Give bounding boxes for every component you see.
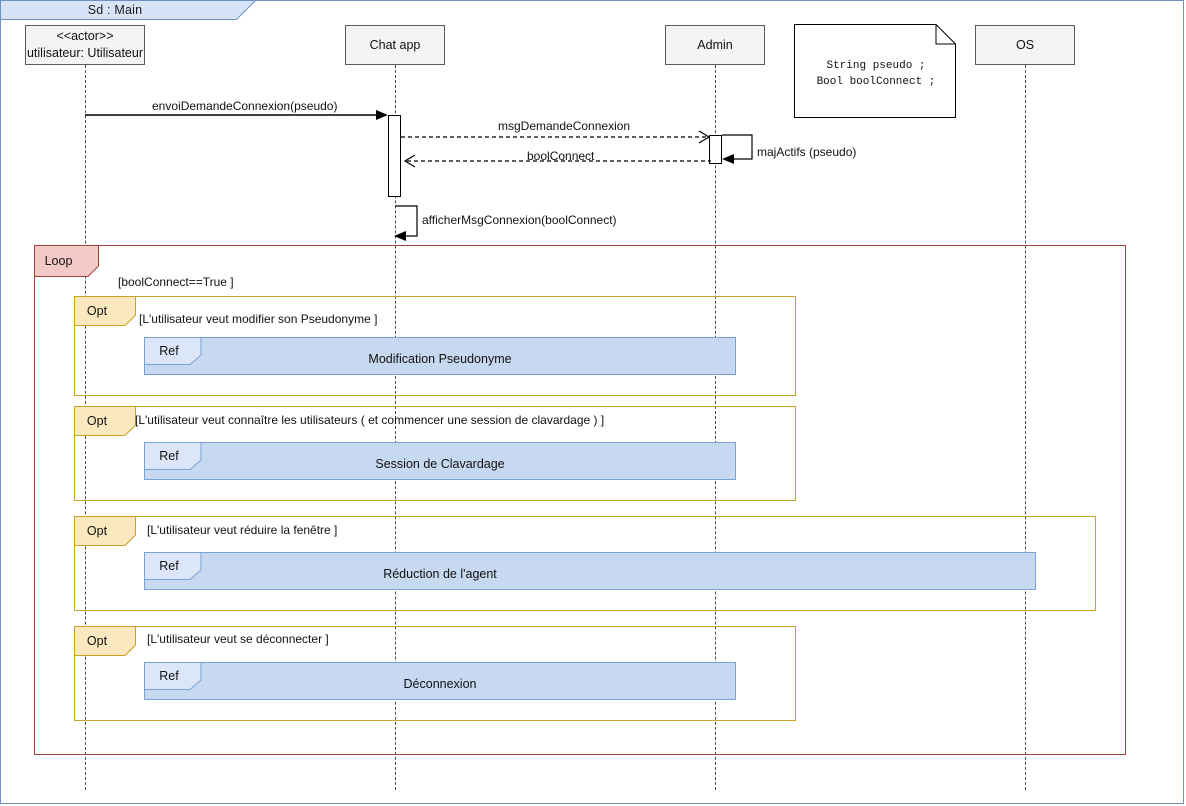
opt-guard-4: [L'utilisateur veut se déconnecter ] xyxy=(147,632,329,646)
opt-tag-label-4: Opt xyxy=(86,634,108,648)
opt-fragment-4 xyxy=(74,626,796,721)
lifeline-stereotype-user: <<actor>> xyxy=(56,29,114,44)
opt-tag-label-2: Opt xyxy=(86,414,108,428)
opt-tag-label-3: Opt xyxy=(86,524,108,538)
activation-chat-app xyxy=(388,115,401,197)
message-arrow-boolConnect xyxy=(403,154,711,168)
loop-guard: [boolConnect==True ] xyxy=(118,275,234,289)
lifeline-head-os[interactable]: OS xyxy=(975,25,1075,65)
note-line-2: Bool boolConnect ; xyxy=(816,76,936,88)
ref-block-3-shape xyxy=(144,552,1036,590)
opt-tag-shape-2 xyxy=(74,406,136,436)
ref-block-4[interactable]: Ref Déconnexion xyxy=(144,662,736,705)
ref-tag-label-4: Ref xyxy=(159,669,179,683)
opt-tag-label-1: Opt xyxy=(86,304,108,318)
lifeline-label-os: OS xyxy=(1015,37,1035,52)
opt-tag-shape-1 xyxy=(74,296,136,326)
opt-fragment-2-tag: Opt xyxy=(74,406,136,436)
lifeline-head-chat[interactable]: Chat app xyxy=(345,25,445,65)
opt-guard-1: [L'utilisateur veut modifier son Pseudon… xyxy=(139,312,378,326)
lifeline-label-user: utilisateur: Utilisateur xyxy=(26,46,143,60)
lifeline-label-chat: Chat app xyxy=(369,37,421,52)
frame-title-tab: Sd : Main xyxy=(0,0,256,20)
ref-block-2[interactable]: Ref Session de Clavardage xyxy=(144,442,736,485)
opt-guard-3: [L'utilisateur veut réduire la fenêtre ] xyxy=(147,523,338,537)
opt-fragment-4-tag: Opt xyxy=(74,626,136,656)
ref-block-4-shape xyxy=(144,662,736,700)
opt-guard-2: [L'utilisateur veut connaître les utilis… xyxy=(135,413,605,427)
ref-block-1-shape xyxy=(144,337,736,375)
message-label-envoiDemandeConnexion: envoiDemandeConnexion(pseudo) xyxy=(152,99,338,113)
opt-fragment-2 xyxy=(74,406,796,501)
opt-fragment-3 xyxy=(74,516,1096,611)
message-label-boolConnect: boolConnect xyxy=(527,149,595,163)
lifeline-admin xyxy=(715,65,716,790)
opt-tag-shape-4 xyxy=(74,626,136,656)
lifeline-head-admin[interactable]: Admin xyxy=(665,25,765,65)
frame-title-tab-shape xyxy=(0,0,256,20)
ref-block-3[interactable]: Ref Réduction de l'agent xyxy=(144,552,1036,595)
loop-fragment-tag: Loop xyxy=(34,245,99,277)
opt-fragment-1 xyxy=(74,296,796,396)
message-label-majActifs: majActifs (pseudo) xyxy=(757,145,857,159)
frame-title: Sd : Main xyxy=(87,3,143,17)
ref-block-2-shape xyxy=(144,442,736,480)
ref-tag-label-2: Ref xyxy=(159,449,179,463)
message-label-msgDemandeConnexion: msgDemandeConnexion xyxy=(498,119,631,133)
lifeline-label-admin: Admin xyxy=(697,37,733,52)
message-arrow-majActifs xyxy=(722,134,753,164)
message-arrow-msgDemandeConnexion xyxy=(401,130,711,144)
loop-fragment xyxy=(34,245,1126,755)
activation-admin xyxy=(709,135,722,164)
lifeline-os xyxy=(1025,65,1026,790)
note-shape xyxy=(794,24,956,118)
opt-fragment-1-tag: Opt xyxy=(74,296,136,326)
opt-tag-shape-3 xyxy=(74,516,136,546)
ref-tag-label-3: Ref xyxy=(159,559,179,573)
loop-tag-shape xyxy=(34,245,99,277)
opt-fragment-3-tag: Opt xyxy=(74,516,136,546)
message-arrow-envoiDemandeConnexion xyxy=(85,110,388,120)
ref-block-1[interactable]: Ref Modification Pseudonyme xyxy=(144,337,736,380)
ref-tag-label-1: Ref xyxy=(159,344,179,358)
message-arrow-afficherMsgConnexion xyxy=(394,205,418,241)
message-label-afficherMsgConnexion: afficherMsgConnexion(boolConnect) xyxy=(422,213,617,227)
loop-tag-label: Loop xyxy=(44,254,73,268)
lifeline-head-user[interactable]: <<actor>> utilisateur: Utilisateur xyxy=(25,25,145,65)
lifeline-chat xyxy=(395,65,396,790)
note-line-1: String pseudo ; xyxy=(826,60,926,72)
